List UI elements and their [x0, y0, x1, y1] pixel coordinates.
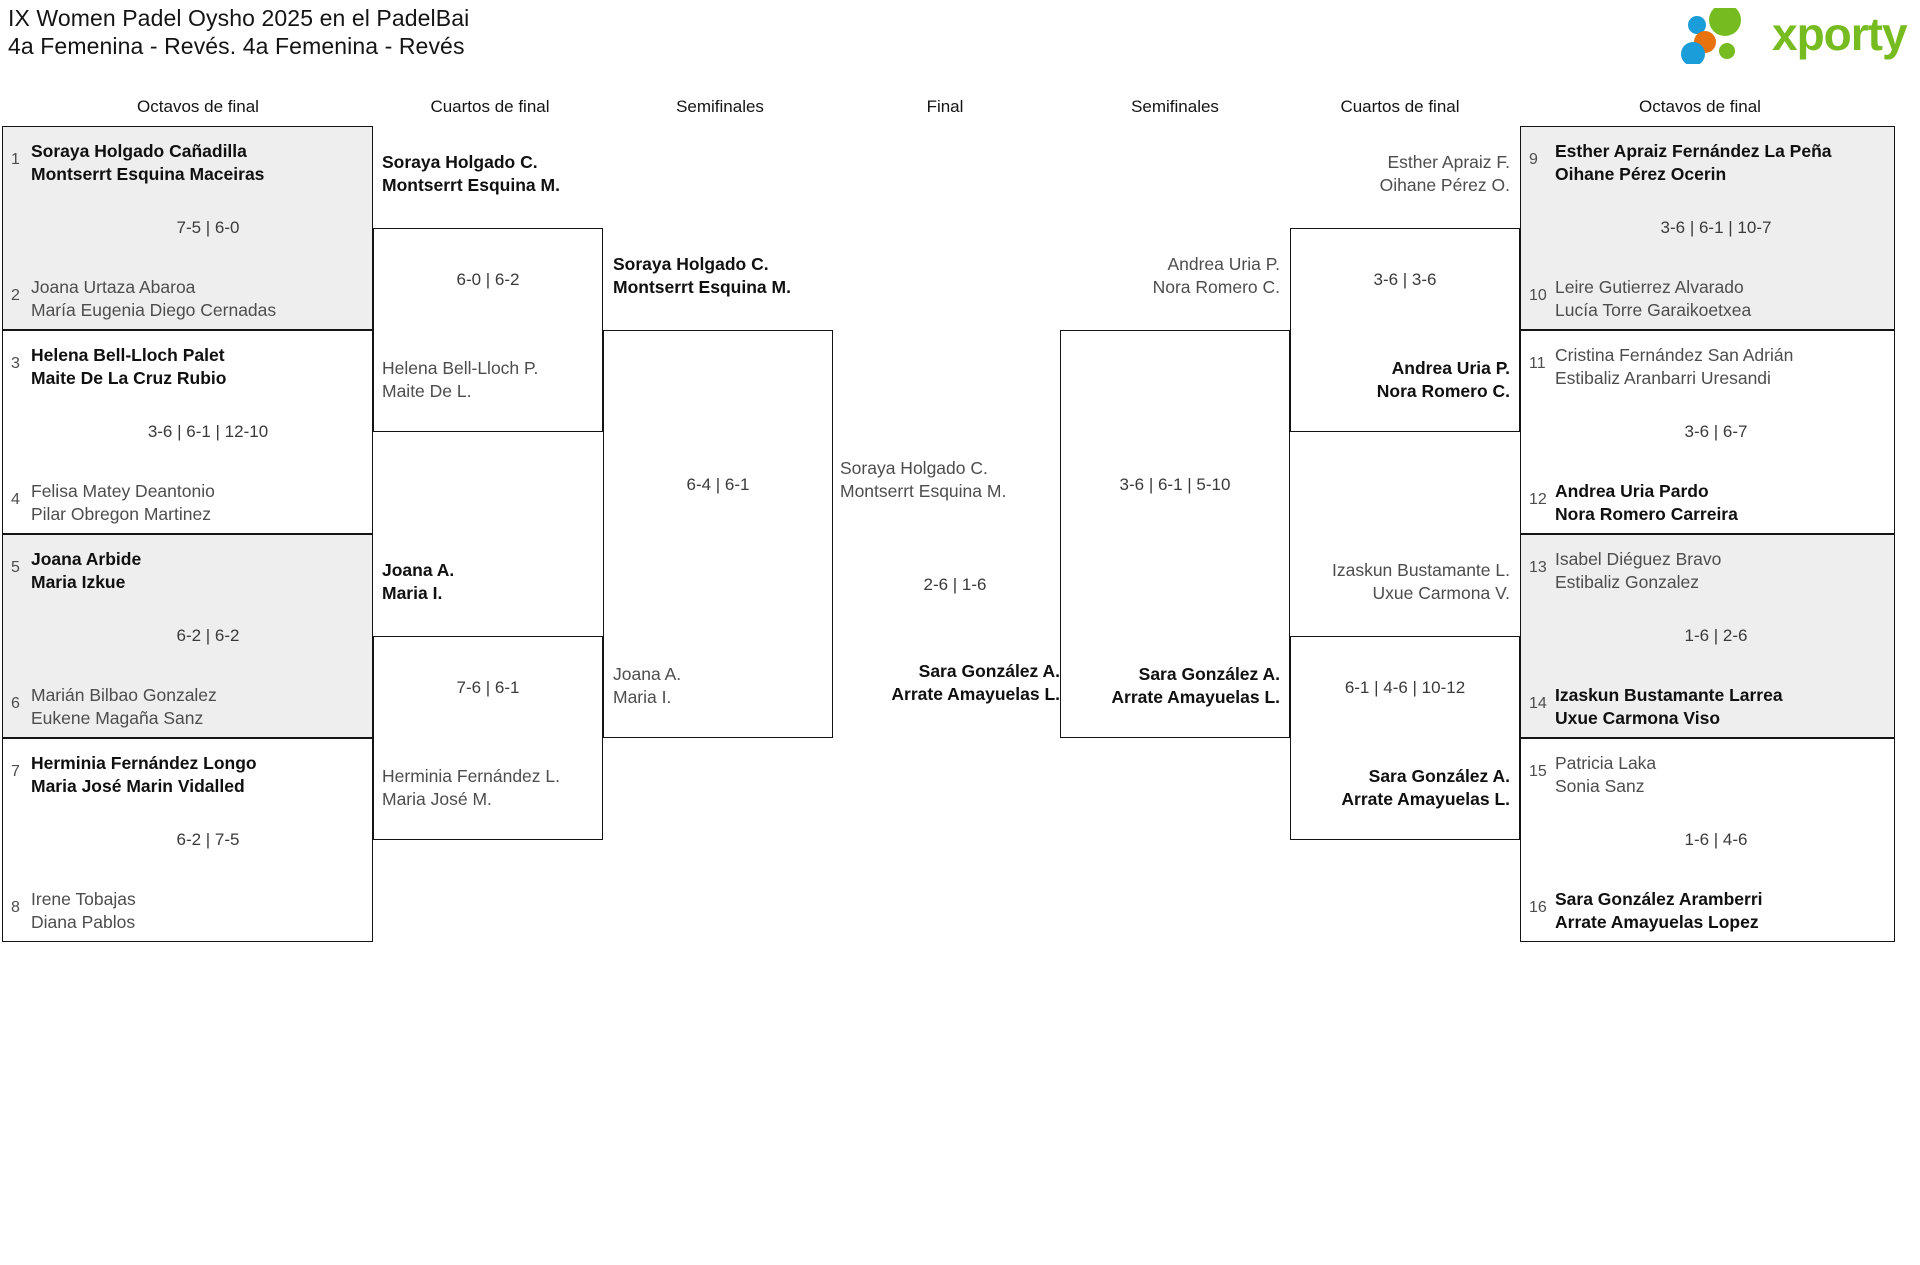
advancing-team-left-qf-2-top: Joana A. Maria I.	[382, 560, 455, 603]
team-name-top: Esther Apraiz Fernández La Peña Oihane P…	[1555, 141, 1832, 184]
advancing-team-left-qf-2-bottom: Herminia Fernández L. Maria José M.	[382, 766, 560, 809]
team-name-top: Soraya Holgado Cañadilla Montserrt Esqui…	[31, 141, 265, 184]
team-name-top: Herminia Fernández Longo Maria José Mari…	[31, 753, 257, 796]
round-heading-right-sf: Semifinales	[1131, 97, 1219, 116]
seed-number: 7	[11, 763, 20, 780]
team-name-bottom: Felisa Matey Deantonio Pilar Obregon Mar…	[31, 481, 215, 524]
advancing-team-left-sf-bottom: Joana A. Maria I.	[613, 664, 682, 707]
seed-number: 12	[1529, 491, 1547, 508]
round-heading-right-r16: Octavos de final	[1639, 97, 1761, 116]
seed-number: 15	[1529, 763, 1547, 780]
advancing-team-left-sf-top: Soraya Holgado C. Montserrt Esquina M.	[613, 254, 791, 297]
advancing-team-right-qf-2-top: Izaskun Bustamante L. Uxue Carmona V.	[1331, 560, 1510, 603]
match-score: 6-1 | 4-6 | 10-12	[1344, 678, 1466, 697]
team-name-bottom: Sara González Aramberri Arrate Amayuelas…	[1555, 889, 1763, 932]
advancing-team-left-qf-1-bottom: Helena Bell-Lloch P. Maite De L.	[382, 358, 539, 401]
match-score: 3-6 | 6-1 | 12-10	[147, 422, 269, 441]
xporty-logo[interactable]: xporty	[1676, 6, 1908, 64]
round-heading-final: Final	[926, 97, 964, 116]
match-card-left-r16-1[interactable]: 1 Soraya Holgado Cañadilla Montserrt Esq…	[2, 126, 373, 330]
logo-wordmark: xporty	[1772, 8, 1908, 60]
team-name-bottom: Leire Gutierrez Alvarado Lucía Torre Gar…	[1555, 277, 1752, 320]
match-score: 6-4 | 6-1	[686, 475, 750, 494]
connector-right-sf	[1060, 330, 1290, 738]
team-name-bottom: Joana Urtaza Abaroa María Eugenia Diego …	[31, 277, 277, 320]
advancing-team-left-qf-1-top: Soraya Holgado C. Montserrt Esquina M.	[382, 152, 560, 195]
match-card-left-r16-4[interactable]: 7 Herminia Fernández Longo Maria José Ma…	[2, 738, 373, 942]
match-score: 6-0 | 6-2	[456, 270, 520, 289]
page-header: IX Women Padel Oysho 2025 en el PadelBai…	[0, 0, 1920, 80]
round-heading-left-r16: Octavos de final	[137, 97, 259, 116]
seed-number: 10	[1529, 287, 1547, 304]
team-name-top: Isabel Diéguez Bravo Estibaliz Gonzalez	[1555, 549, 1722, 592]
tournament-title: IX Women Padel Oysho 2025 en el PadelBai	[8, 5, 470, 31]
round-heading-left-sf: Semifinales	[676, 97, 764, 116]
team-name-bottom: Izaskun Bustamante Larrea Uxue Carmona V…	[1555, 685, 1783, 728]
final-team-top: Soraya Holgado C. Montserrt Esquina M.	[840, 458, 1007, 501]
final-score: 2-6 | 1-6	[923, 575, 987, 594]
seed-number: 3	[11, 355, 20, 372]
match-score: 6-2 | 7-5	[176, 830, 240, 849]
match-card-left-r16-2[interactable]: 3 Helena Bell-Lloch Palet Maite De La Cr…	[2, 330, 373, 534]
team-name-bottom: Marián Bilbao Gonzalez Eukene Magaña San…	[31, 685, 217, 728]
logo-dots-icon	[1681, 8, 1741, 64]
seed-number: 13	[1529, 559, 1547, 576]
seed-number: 16	[1529, 899, 1547, 916]
match-score: 3-6 | 6-1 | 5-10	[1119, 475, 1231, 494]
team-name-top: Patricia Laka Sonia Sanz	[1555, 753, 1657, 796]
tournament-subtitle: 4a Femenina - Revés. 4a Femenina - Revés	[8, 33, 465, 59]
match-score: 3-6 | 6-7	[1684, 422, 1748, 441]
connector-left-qf-1	[373, 228, 603, 432]
match-score: 7-5 | 6-0	[176, 218, 240, 237]
seed-number: 5	[11, 559, 20, 576]
seed-number: 1	[11, 151, 20, 168]
connector-left-qf-2	[373, 636, 603, 840]
match-score: 6-2 | 6-2	[176, 626, 240, 645]
match-score: 1-6 | 4-6	[1684, 830, 1748, 849]
seed-number: 8	[11, 899, 20, 916]
team-name-bottom: Irene Tobajas Diana Pablos	[31, 889, 136, 932]
match-score: 7-6 | 6-1	[456, 678, 520, 697]
match-card-right-r16-3[interactable]: 13 Isabel Diéguez Bravo Estibaliz Gonzal…	[1520, 534, 1895, 738]
match-card-left-r16-3[interactable]: 5 Joana Arbide Maria Izkue 6-2 | 6-2 6 M…	[2, 534, 373, 738]
advancing-team-right-sf-bottom: Sara González A. Arrate Amayuelas L.	[1111, 664, 1280, 707]
connector-right-qf-1	[1290, 228, 1520, 432]
team-name-top: Joana Arbide Maria Izkue	[31, 549, 142, 592]
advancing-team-right-qf-1-bottom: Andrea Uria P. Nora Romero C.	[1376, 358, 1510, 401]
advancing-team-right-qf-1-top: Esther Apraiz F. Oihane Pérez O.	[1379, 152, 1510, 195]
match-score: 1-6 | 2-6	[1684, 626, 1748, 645]
advancing-team-right-qf-2-bottom: Sara González A. Arrate Amayuelas L.	[1341, 766, 1510, 809]
seed-number: 14	[1529, 695, 1547, 712]
seed-number: 4	[11, 491, 20, 508]
match-score: 3-6 | 3-6	[1373, 270, 1437, 289]
team-name-top: Cristina Fernández San Adrián Estibaliz …	[1555, 345, 1794, 388]
match-card-right-r16-2[interactable]: 11 Cristina Fernández San Adrián Estibal…	[1520, 330, 1895, 534]
title-block: IX Women Padel Oysho 2025 en el PadelBai…	[8, 4, 469, 60]
connector-left-sf	[603, 330, 833, 738]
seed-number: 2	[11, 287, 20, 304]
team-name-top: Helena Bell-Lloch Palet Maite De La Cruz…	[31, 345, 227, 388]
seed-number: 9	[1529, 151, 1538, 168]
match-card-right-r16-1[interactable]: 9 Esther Apraiz Fernández La Peña Oihane…	[1520, 126, 1895, 330]
round-heading-right-qf: Cuartos de final	[1340, 97, 1460, 116]
advancing-team-right-sf-top: Andrea Uria P. Nora Romero C.	[1152, 254, 1280, 297]
seed-number: 11	[1529, 355, 1546, 372]
final-team-bottom: Sara González A. Arrate Amayuelas L.	[891, 661, 1060, 704]
round-heading-left-qf: Cuartos de final	[430, 97, 550, 116]
match-card-right-r16-4[interactable]: 15 Patricia Laka Sonia Sanz 1-6 | 4-6 16…	[1520, 738, 1895, 942]
connector-right-qf-2	[1290, 636, 1520, 840]
match-score: 3-6 | 6-1 | 10-7	[1660, 218, 1772, 237]
team-name-bottom: Andrea Uria Pardo Nora Romero Carreira	[1555, 481, 1738, 524]
seed-number: 6	[11, 695, 20, 712]
